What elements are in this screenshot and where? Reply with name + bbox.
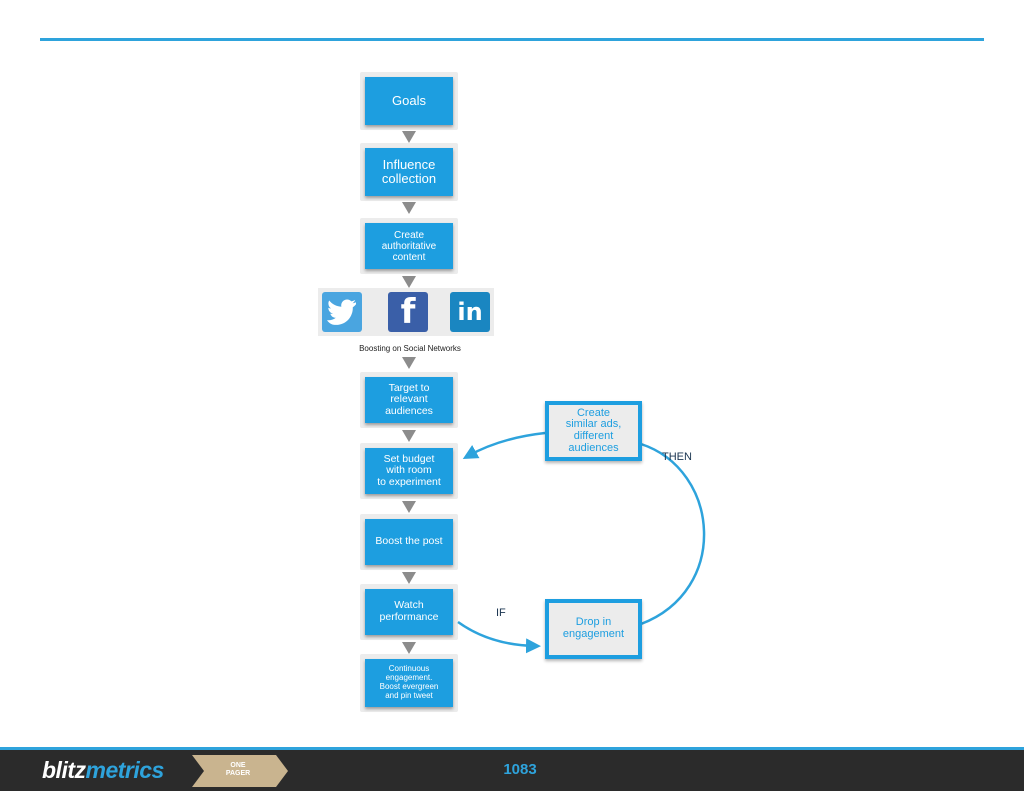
step-target-frame: Target to relevant audiences bbox=[360, 372, 458, 428]
page-number: 1083 bbox=[503, 761, 537, 778]
step-watch: Watch performance bbox=[365, 589, 453, 635]
step-boost: Boost the post bbox=[365, 519, 453, 565]
flow-arrow bbox=[402, 572, 416, 584]
step-budget-frame: Set budget with room to experiment bbox=[360, 443, 458, 499]
facebook-icon: f bbox=[388, 292, 428, 332]
step-budget: Set budget with room to experiment bbox=[365, 448, 453, 494]
flow-arrow bbox=[402, 430, 416, 442]
step-watch-frame: Watch performance bbox=[360, 584, 458, 640]
create-similar-box: Create similar ads, different audiences bbox=[545, 401, 642, 461]
step-create-frame: Create authoritative content bbox=[360, 218, 458, 274]
step-goals-frame: Goals bbox=[360, 72, 458, 130]
then-label: THEN bbox=[662, 451, 692, 463]
social-networks: f in bbox=[318, 288, 494, 336]
flow-arrow bbox=[402, 202, 416, 214]
step-boost-frame: Boost the post bbox=[360, 514, 458, 570]
step-goals: Goals bbox=[365, 77, 453, 125]
create-similar-label: Create similar ads, different audiences bbox=[549, 405, 638, 457]
pager-chevron bbox=[192, 755, 288, 787]
flow-arrow bbox=[402, 131, 416, 143]
step-continuous-frame: Continuous engagement. Boost evergreen a… bbox=[360, 654, 458, 712]
footer-divider bbox=[0, 747, 1024, 750]
drop-engagement-label: Drop in engagement bbox=[549, 603, 638, 655]
if-arrow bbox=[457, 620, 541, 654]
twitter-icon bbox=[322, 292, 362, 332]
step-continuous: Continuous engagement. Boost evergreen a… bbox=[365, 659, 453, 707]
step-create: Create authoritative content bbox=[365, 223, 453, 269]
pager-label: ONE PAGER bbox=[225, 762, 251, 777]
flow-arrow bbox=[402, 276, 416, 288]
flow-arrow bbox=[402, 642, 416, 654]
flow-arrow bbox=[402, 357, 416, 369]
footer-bar bbox=[0, 750, 1024, 791]
step-target: Target to relevant audiences bbox=[365, 377, 453, 423]
social-caption: Boosting on Social Networks bbox=[359, 344, 461, 353]
then-arrow bbox=[640, 442, 706, 626]
brand-logo: blitzmetrics bbox=[42, 757, 164, 783]
step-influence-frame: Influence collection bbox=[360, 143, 458, 201]
drop-engagement-box: Drop in engagement bbox=[545, 599, 642, 659]
step-influence: Influence collection bbox=[365, 148, 453, 196]
back-arrow bbox=[462, 431, 546, 459]
linkedin-icon: in bbox=[450, 292, 490, 332]
if-label: IF bbox=[496, 607, 506, 619]
flow-arrow bbox=[402, 501, 416, 513]
top-divider bbox=[40, 38, 984, 41]
